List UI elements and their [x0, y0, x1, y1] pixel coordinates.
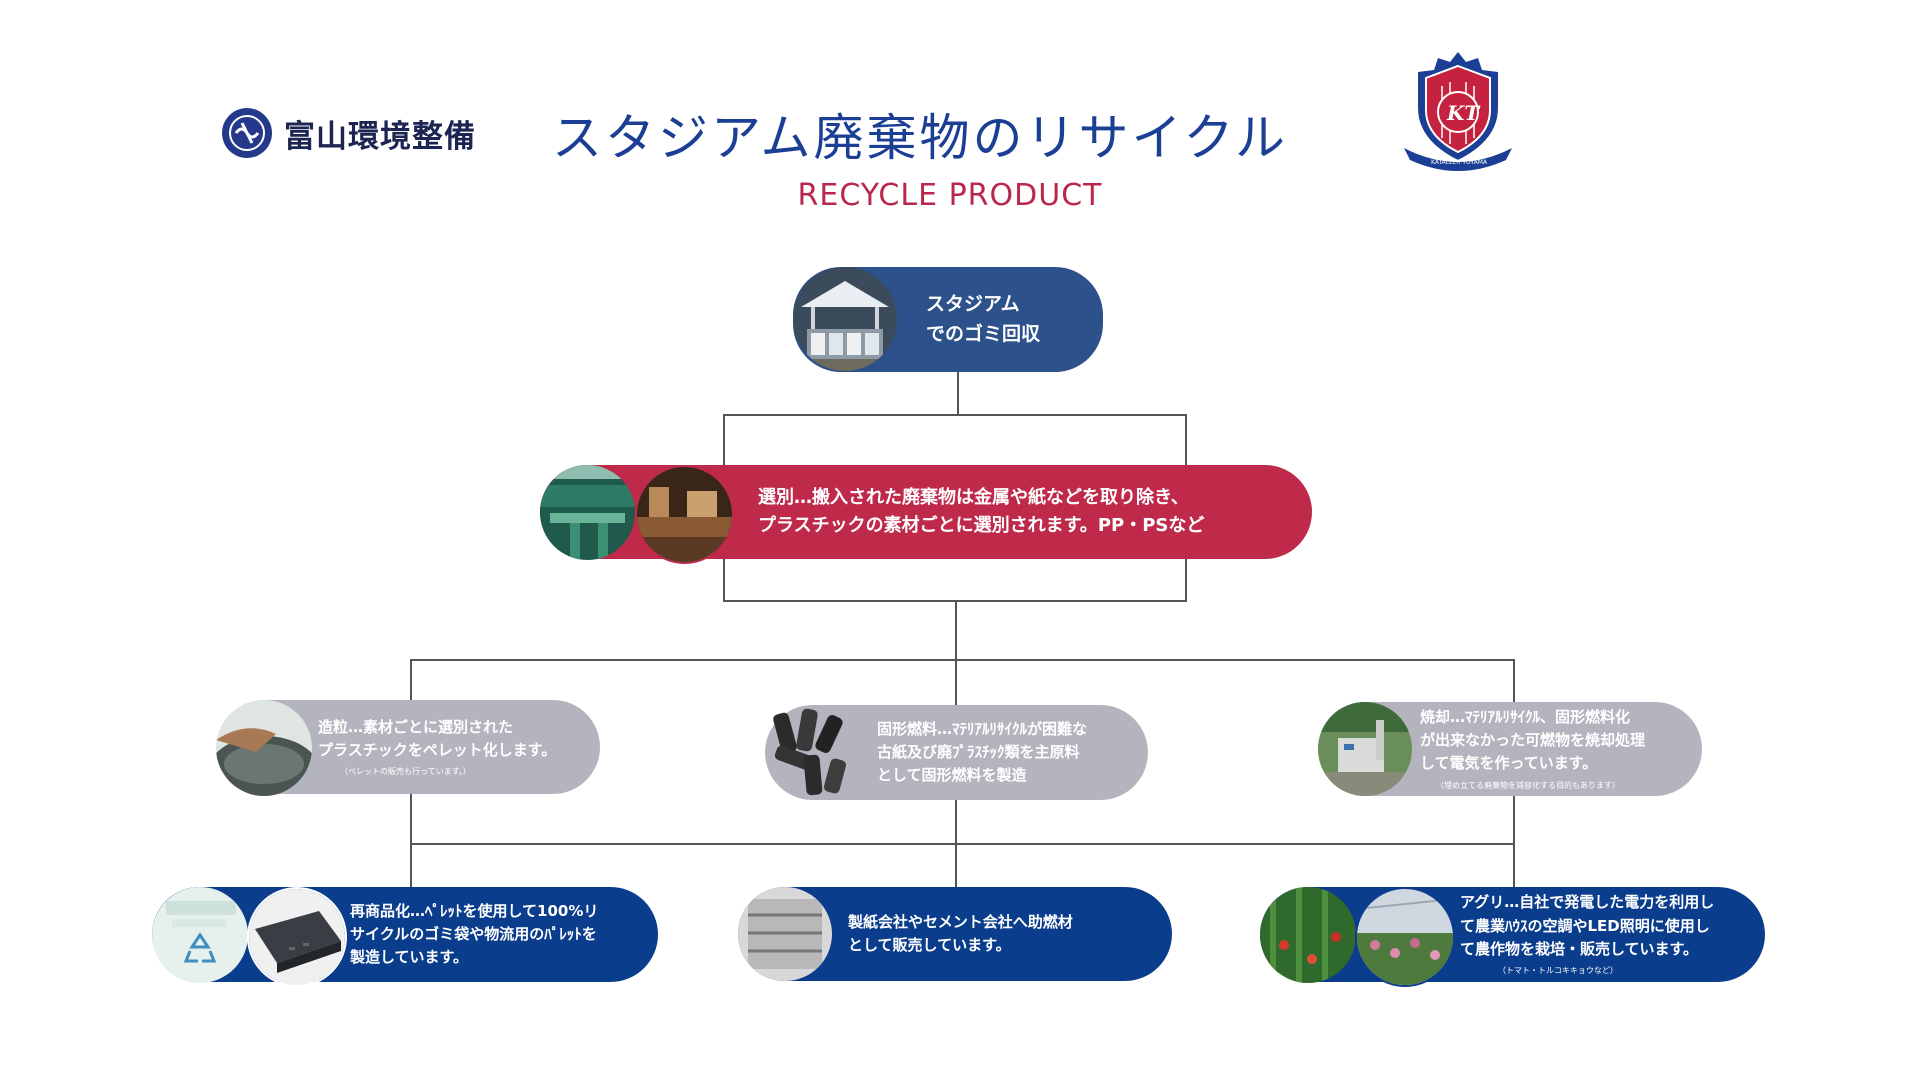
- sorting-facility-photo: [540, 465, 635, 560]
- connector: [957, 372, 959, 415]
- pelletizing-note: （ペレットの販売も行っています。）: [340, 767, 471, 777]
- recommercialization-text-line1: 再商品化…ﾍﾟﾚｯﾄを使用して100%リ: [350, 901, 599, 920]
- pelletizing-text-line1: 造粒…素材ごとに選別された: [318, 717, 514, 736]
- fuel-sales-text-line1: 製紙会社やセメント会社へ助燃材: [848, 912, 1073, 931]
- solid-fuel-pellets-photo: [765, 705, 860, 800]
- connector: [955, 843, 957, 903]
- crest-text: KATALLER TOYAMA: [1431, 159, 1488, 166]
- company-name: 富山環境整備: [284, 118, 476, 155]
- agri-text-line3: て農作物を栽培・販売しています。: [1460, 939, 1699, 958]
- agri-note: （トマト・トルコキキョウなど）: [1498, 966, 1618, 976]
- recycled-trash-bag-photo: [152, 887, 248, 983]
- collection-text-line2: でのゴミ回収: [926, 322, 1041, 345]
- plastic-pellets-photo: [216, 700, 312, 796]
- plastic-pallet-photo: [247, 887, 347, 987]
- sorting-text-line1: 選別…搬入された廃棄物は金属や紙などを取り除き、: [758, 487, 1189, 509]
- connector: [410, 843, 1515, 845]
- agri-text-line2: て農業ﾊｳｽの空調やLED照明に使用し: [1460, 916, 1710, 935]
- recycle-icon: [183, 932, 217, 963]
- solid-fuel-text-line3: として固形燃料を製造: [877, 766, 1027, 785]
- incineration-note: （埋め立てる廃棄物を減容化する目的もあります）: [1436, 780, 1620, 790]
- page-title: スタジアム廃棄物のリサイクル: [552, 109, 1288, 167]
- tomato-greenhouse-photo: [1260, 887, 1356, 983]
- page-subtitle: RECYCLE PRODUCT: [797, 178, 1103, 213]
- incineration-text-line3: して電気を作っています。: [1420, 754, 1598, 773]
- connector: [410, 659, 1515, 661]
- recommercialization-text-line2: サイクルのゴミ袋や物流用のﾊﾟﾚｯﾄを: [350, 924, 597, 943]
- pelletizing-text-line2: プラスチックをペレット化します。: [318, 740, 557, 759]
- fuel-sales-text-line2: として販売しています。: [848, 936, 1011, 954]
- svg-text:KT: KT: [1446, 101, 1481, 125]
- incineration-plant-photo: [1318, 702, 1412, 796]
- company-logo: 富山環境整備: [222, 108, 476, 158]
- sorting-line-photo: [635, 465, 734, 564]
- baled-fuel-photo: [738, 887, 832, 981]
- company-logo-icon: [222, 108, 272, 158]
- incineration-text-line1: 焼却…ﾏﾃﾘｱﾙﾘｻｲｸﾙ、固形燃料化: [1420, 707, 1631, 726]
- stadium-waste-station-photo: [793, 267, 897, 371]
- team-crest-icon: KT KATALLER TOYAMA: [1398, 48, 1518, 173]
- connector: [723, 414, 1187, 416]
- solid-fuel-text-line2: 古紙及び廃ﾌﾟﾗｽﾁｯｸ類を主原料: [877, 742, 1080, 761]
- incineration-text-line2: が出来なかった可燃物を焼却処理: [1420, 731, 1646, 750]
- flower-greenhouse-photo: [1355, 887, 1455, 987]
- solid-fuel-text-line1: 固形燃料…ﾏﾃﾘｱﾙﾘｻｲｸﾙが困難な: [877, 719, 1088, 738]
- sorting-text-line2: プラスチックの素材ごとに選別されます。PP・PSなど: [758, 515, 1205, 536]
- agri-text-line1: アグリ…自社で発電した電力を利用し: [1460, 893, 1715, 912]
- recommercialization-text-line3: 製造しています。: [350, 948, 469, 967]
- collection-text-line1: スタジアム: [926, 293, 1020, 316]
